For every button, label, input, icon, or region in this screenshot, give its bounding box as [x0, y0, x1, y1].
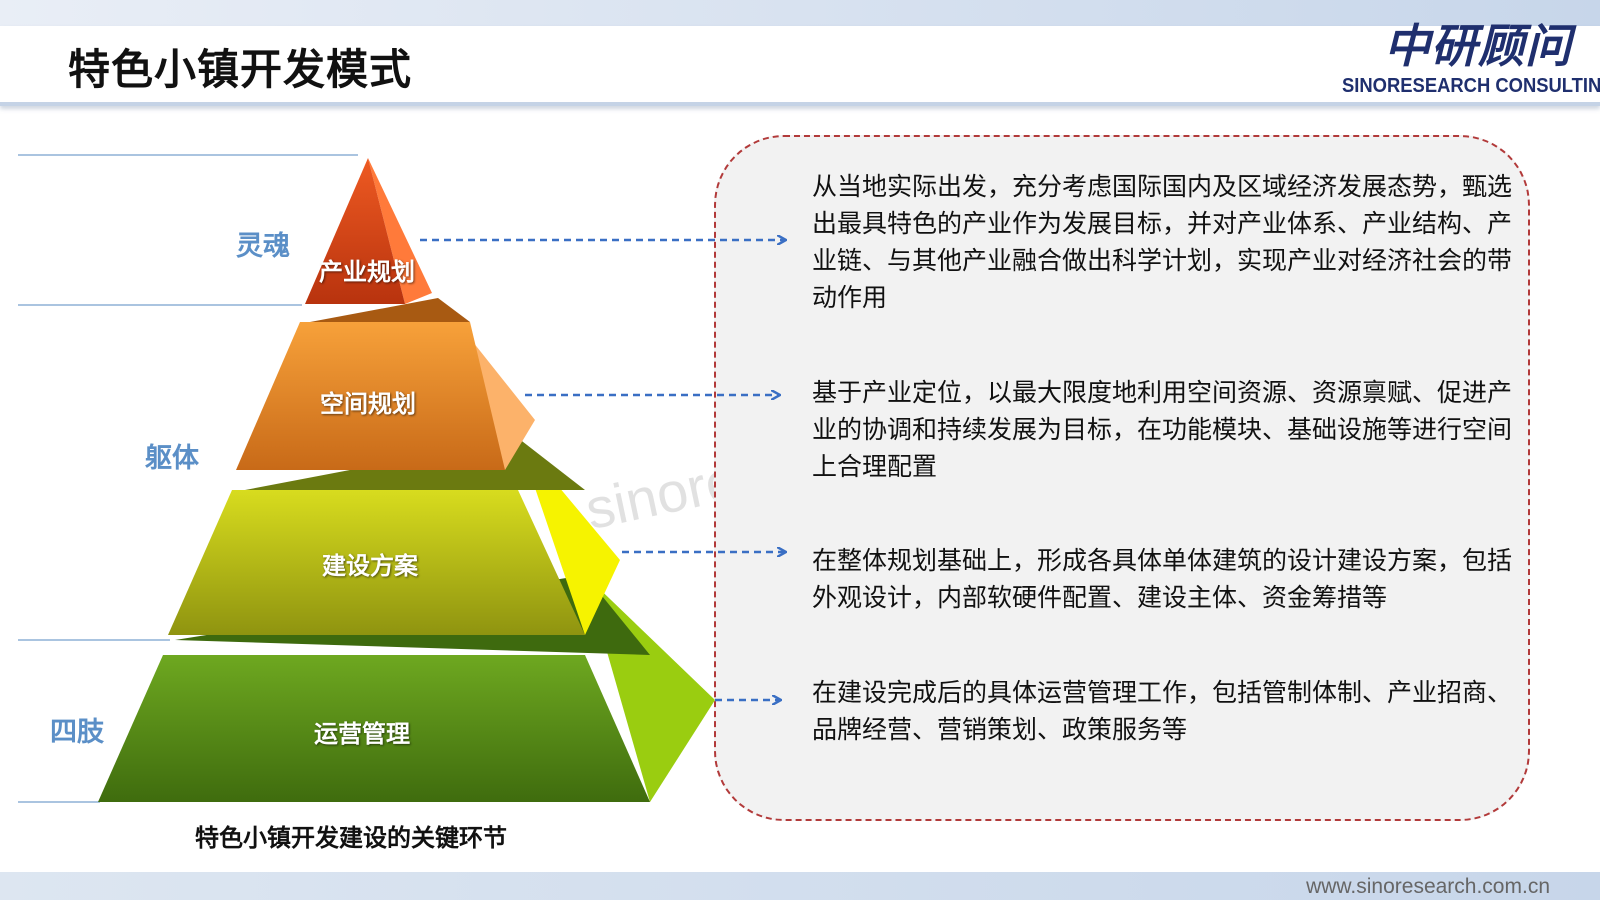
level-label-soul: 灵魂	[236, 231, 290, 262]
header: 特色小镇开发模式 中研顾问 SINORESEARCH CONSULTING	[0, 19, 1600, 106]
tier-label-operation-management: 运营管理	[314, 720, 410, 748]
tier-label-construction-plan: 建设方案	[322, 552, 418, 580]
pyramid-tier-1	[305, 158, 432, 304]
level-label-limbs: 四肢	[50, 717, 104, 748]
bottom-band: www.sinoresearch.com.cn	[0, 872, 1600, 900]
logo-chinese-text: 中研顾问	[1384, 19, 1572, 73]
description-construction-plan: 在整体规划基础上，形成各具体单体建筑的设计建设方案，包括外观设计，内部软硬件配置…	[812, 546, 1513, 612]
logo-english-text: SINORESEARCH CONSULTING	[1342, 75, 1600, 97]
description-operation-management: 在建设完成后的具体运营管理工作，包括管制体制、产业招商、品牌经营、营销策划、政策…	[812, 678, 1513, 744]
level-label-body: 躯体	[145, 443, 199, 474]
company-logo: 中研顾问 SINORESEARCH CONSULTING	[1322, 18, 1600, 102]
description-space-planning: 基于产业定位，以最大限度地利用空间资源、资源禀赋、促进产业的协调和持续发展为目标…	[812, 378, 1513, 481]
pyramid-tier-2	[236, 298, 535, 470]
description-box	[714, 135, 1530, 821]
pyramid-caption: 特色小镇开发建设的关键环节	[195, 824, 507, 852]
tier-label-space-planning: 空间规划	[320, 390, 416, 418]
website-url: www.sinoresearch.com.cn	[1306, 875, 1550, 898]
pyramid-tier-3	[168, 438, 620, 635]
tier-label-industry-planning: 产业规划	[319, 258, 415, 286]
top-band	[0, 0, 1600, 26]
page-title: 特色小镇开发模式	[68, 45, 413, 94]
description-industry-planning: 从当地实际出发，充分考虑国际国内及区域经济发展态势，甄选出最具特色的产业作为发展…	[812, 172, 1513, 312]
